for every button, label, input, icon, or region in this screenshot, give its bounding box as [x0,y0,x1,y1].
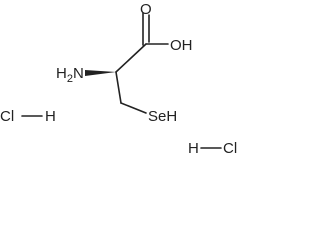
hydroxyl-label: OH [170,37,193,54]
selenol-label: SeH [148,108,177,125]
carbonyl-oxygen-label: O [140,1,152,18]
hcl-salt-right: H Cl [188,140,237,155]
bonds [85,12,169,114]
amine-h: H [56,65,67,82]
hcl-left-h: H [45,108,56,125]
amine-n: N [73,65,84,82]
hcl-right-h: H [188,140,199,155]
structure-diagram: O OH H2N SeH Cl H H Cl [0,1,237,155]
amine-label: H2N [56,65,84,85]
atom-labels: O OH H2N SeH [56,1,193,125]
carboxyl-alpha-bond [115,43,147,73]
amine-subscript: 2 [67,73,73,85]
amine-wedge-bond [85,70,116,76]
hcl-left-cl: Cl [0,108,14,125]
beta-selenium-bond [120,102,147,114]
hcl-salt-left: Cl H [0,108,56,125]
hcl-right-cl: Cl [223,140,237,155]
alpha-beta-bond [115,71,122,104]
